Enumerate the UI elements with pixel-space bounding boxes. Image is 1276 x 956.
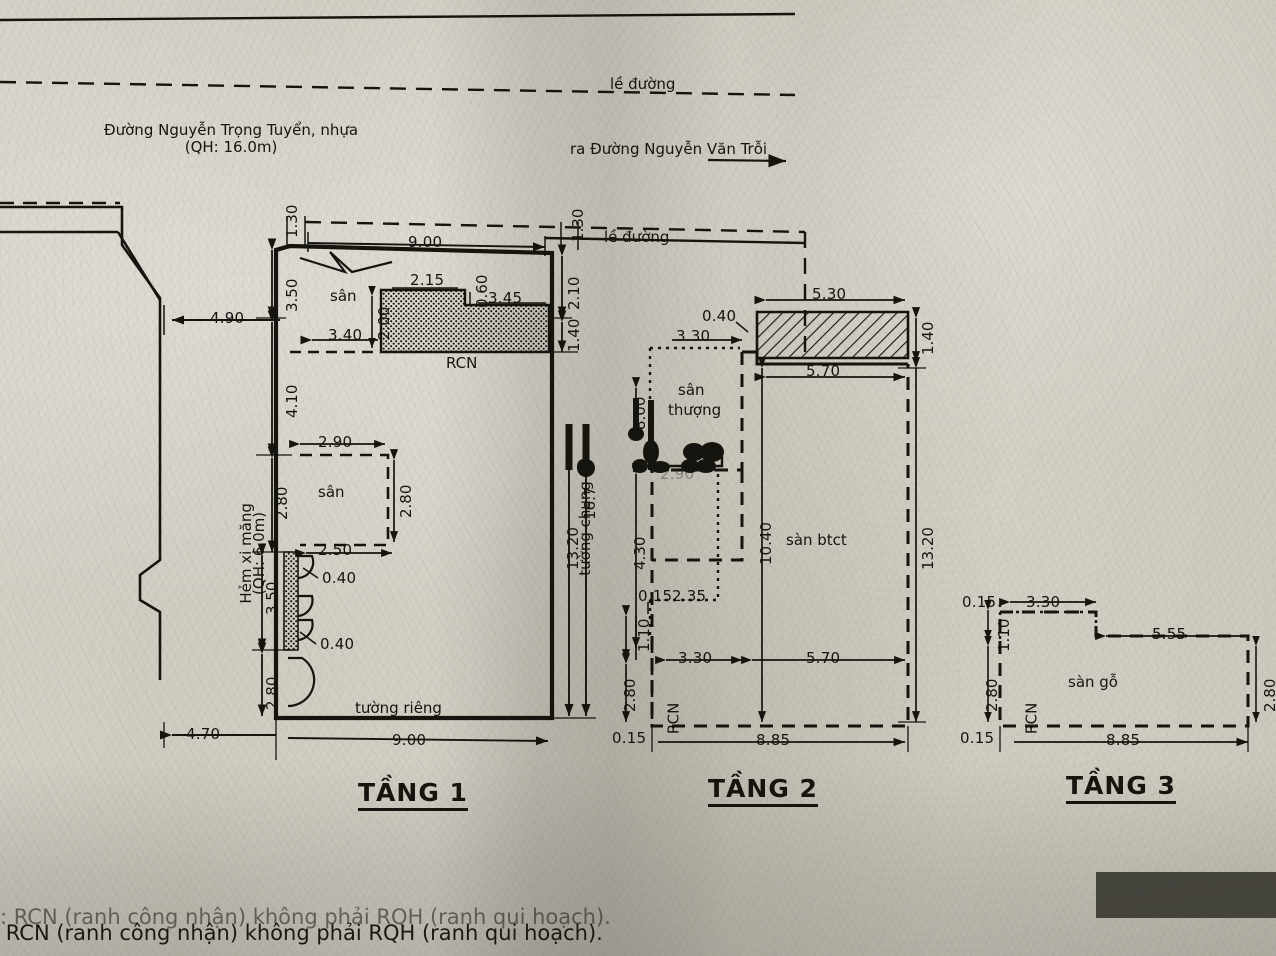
dim-f3-330: 3.30 (1026, 593, 1061, 611)
dim-f3-280: 2.80 (983, 678, 1001, 712)
dim-f1-040a: 0.40 (322, 569, 357, 587)
dim-f2-570-bot: 5.70 (806, 649, 841, 667)
main-street-label: Đường Nguyễn Trọng Tuyển, nhựa (QH: 16.0… (104, 122, 358, 156)
dim-f1-yard-280: 2.80 (397, 484, 415, 518)
dim-f3-885: 8.85 (1106, 731, 1141, 749)
dim-f1-215: 2.15 (410, 271, 445, 289)
dim-f2-040: 0.40 (702, 307, 737, 325)
floor-title-3: TẦNG 3 (1066, 772, 1176, 804)
label-f2-rcn: RCN (664, 702, 683, 735)
label-f1-san2: sân (318, 483, 345, 501)
sidewalk-top-label: lề đường (610, 75, 676, 93)
dim-f2-015-bot: 0.15 (612, 729, 647, 747)
floor-title-2: TẦNG 2 (708, 775, 818, 807)
dim-f3-280-right: 2.80 (1261, 678, 1276, 712)
dim-f1-bottom-900: 9.00 (392, 731, 427, 749)
floor-title-1: TẦNG 1 (358, 779, 468, 811)
dim-f2-885: 8.85 (756, 731, 791, 749)
dim-f1-490: 4.90 (210, 309, 245, 327)
dim-f1-250: 2.50 (318, 541, 353, 559)
dim-f1-340: 3.40 (328, 326, 363, 344)
dim-f1-040b: 0.40 (320, 635, 355, 653)
label-f2-san-thuong-1: sân (678, 381, 705, 399)
dim-f1-290: 2.90 (318, 433, 353, 451)
dim-f2-330-top: 3.30 (676, 327, 711, 345)
dim-f1-280b: 2.80 (263, 676, 281, 710)
dim-f2-1320: 13.20 (919, 527, 937, 570)
dim-f1-167: 16.7 (581, 486, 599, 520)
dim-f1-280: 2.80 (273, 486, 291, 520)
main-street-qh: (QH: 16.0m) (184, 137, 278, 156)
sidewalk-lower-label: lề đường (604, 228, 670, 246)
label-f1-san: sân (330, 287, 357, 305)
dim-f1-345: 3.45 (488, 289, 523, 307)
dim-f2-570: 5.70 (806, 362, 841, 380)
dim-f2-290: 2.90 (660, 465, 695, 483)
dim-f3-015-top: 0.15 (962, 593, 997, 611)
dim-f2-330-bot: 3.30 (678, 649, 713, 667)
main-street-name: Đường Nguyễn Trọng Tuyển, nhựa (104, 121, 359, 139)
dim-f2-140: 1.40 (919, 321, 937, 355)
legend-note-ghost: : RCN (ranh công nhận) không phải RQH (r… (0, 905, 611, 929)
label-f2-san-thuong-2: thượng (668, 401, 722, 419)
dim-f1-350: 3.50 (283, 278, 301, 312)
redacted-watermark (1096, 872, 1276, 918)
dim-f1-200: 2.00 (375, 306, 393, 340)
dim-f2-015-inner: 0.15 (638, 587, 673, 605)
dim-f3-110: 1.10 (995, 618, 1013, 652)
dim-f2-235: 2.35 (672, 587, 707, 605)
dim-f2-1040: 10.40 (757, 522, 775, 565)
label-f3-san-go: sàn gỗ (1068, 673, 1118, 691)
dim-f1-410: 4.10 (283, 384, 301, 418)
dim-f3-015-bot: 0.15 (960, 729, 995, 747)
dim-f2-110: 1.10 (635, 618, 653, 652)
label-f1-rcn: RCN (446, 354, 478, 372)
dim-f1-top-width: 9.00 (408, 233, 443, 251)
dim-f2-280: 2.80 (621, 678, 639, 712)
scan-shadow-bottom (0, 760, 1276, 956)
label-f3-rcn: RCN (1022, 702, 1041, 735)
scan-shadow-vertical (430, 0, 730, 956)
dim-f2-800: 8.00 (631, 396, 649, 430)
label-tuong-rieng: tường riêng (355, 699, 442, 717)
dim-f1-470: 4.70 (186, 725, 221, 743)
dim-f2-530: 5.30 (812, 285, 847, 303)
dim-f1-1320: 13.20 (564, 527, 582, 570)
dim-f1-210: 2.10 (565, 276, 583, 310)
dim-f3-555: 5.55 (1152, 625, 1187, 643)
dim-f2-430: 4.30 (631, 536, 649, 570)
direction-to-street-label: ra Đường Nguyễn Văn Trỗi (570, 140, 768, 158)
dim-f1-top-left-offset: 1.30 (283, 204, 301, 238)
legend-note: : RCN (ranh công nhận) không phải RQH (r… (0, 921, 603, 945)
dim-f1-350b: 3.50 (263, 581, 281, 615)
dim-f1-top-right-offset: 1.30 (569, 208, 587, 242)
dim-f1-140: 1.40 (565, 318, 583, 352)
label-f2-san-btct: sàn btct (786, 531, 847, 549)
